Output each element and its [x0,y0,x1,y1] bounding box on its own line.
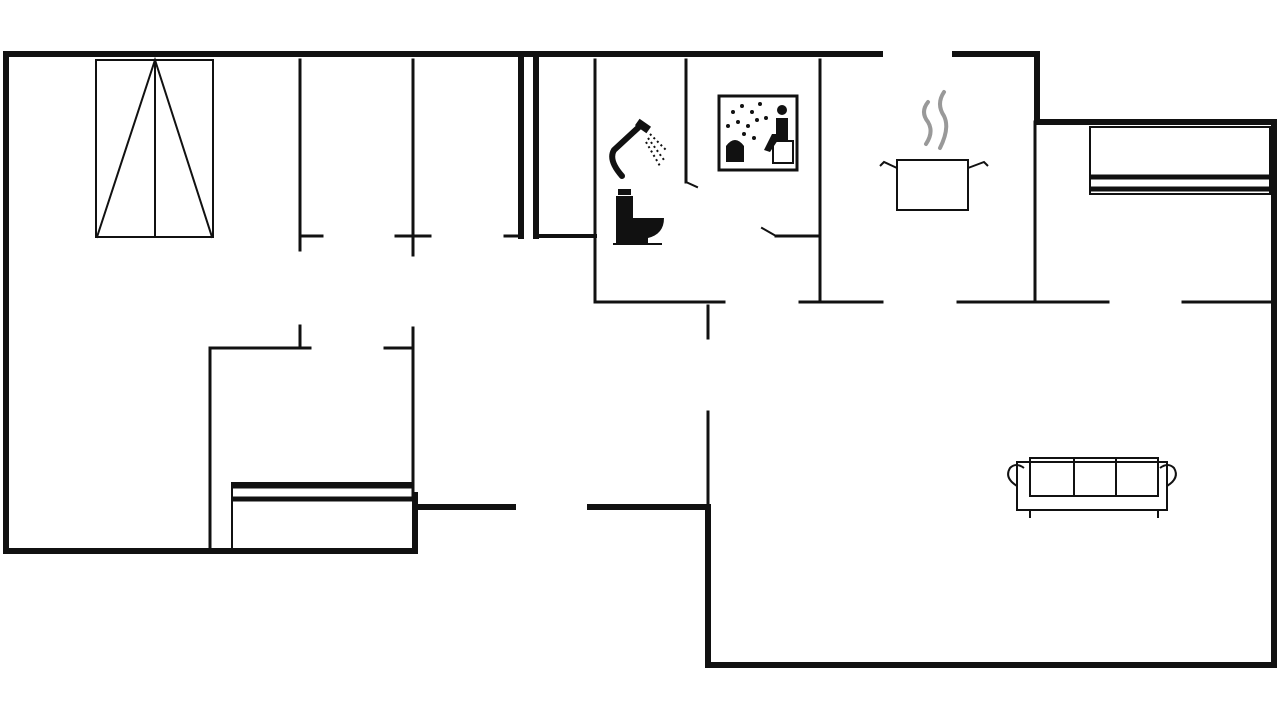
outer-walls [3,51,1277,668]
shower-icon [609,118,667,179]
toilet-icon [613,189,664,245]
stairs-icon [95,56,214,239]
interior-walls [208,57,1272,550]
sauna-icon [717,94,799,172]
sofa-icon [1007,457,1177,518]
cooking-pot-icon [879,90,989,211]
bed-icon-lower [231,482,414,552]
bed-icon [1089,126,1271,195]
